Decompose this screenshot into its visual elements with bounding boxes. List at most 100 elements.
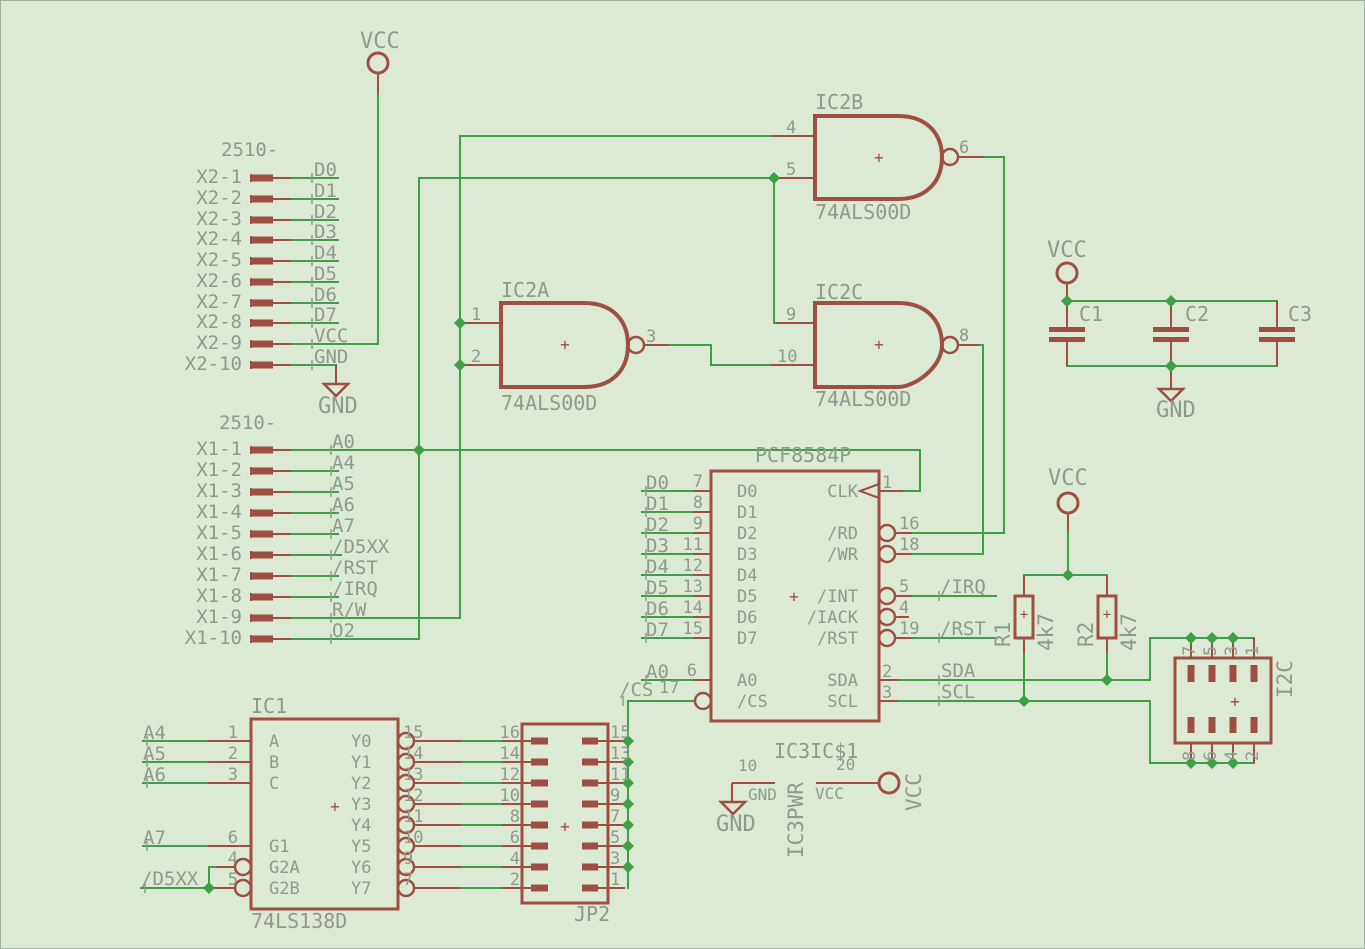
pcf-name-d1: D1	[737, 503, 757, 523]
ic1-num-11: 11	[403, 807, 423, 827]
pin-x1-3: X1-3	[196, 480, 242, 502]
pcf-name-a0: A0	[737, 671, 757, 691]
r2-body	[1096, 594, 1118, 640]
i2c-pin6: 6	[1201, 751, 1221, 761]
ic3-vcc-label: VCC	[902, 773, 926, 811]
wr-pin-bubble	[877, 544, 897, 564]
pin-x1-1: X1-1	[196, 438, 242, 460]
iack-pin-bubble	[877, 607, 897, 627]
ic3-pin20: 20	[836, 755, 855, 774]
ic1-name-a: A	[269, 732, 279, 752]
vcc-label: VCC	[360, 29, 400, 54]
wire-junction	[1227, 757, 1239, 769]
ic1-net-a5: A5	[143, 743, 166, 765]
ic1-name-y7: Y7	[351, 879, 371, 899]
net-d3: D3	[314, 221, 337, 243]
g2a-pin-bubble	[233, 857, 253, 877]
cs-pin-bubble	[693, 691, 713, 711]
ic3-gnd-label: GND	[716, 812, 756, 837]
jp2-num-3: 3	[610, 849, 620, 869]
wire-junction	[1227, 632, 1239, 644]
res-vcc-label: VCC	[1048, 466, 1088, 491]
pcf-num-8: 8	[693, 493, 703, 513]
pin-x1-4: X1-4	[196, 501, 242, 523]
g2b-pin-bubble	[233, 878, 253, 898]
pcf-net-scl: SCL	[941, 681, 975, 703]
pcf-name-sda: SDA	[827, 671, 858, 691]
i2c-pin3: 3	[1222, 646, 1242, 656]
net-a0: A0	[332, 431, 355, 453]
ic2c-origin: +	[874, 335, 884, 354]
jp2-num-12: 12	[500, 765, 520, 785]
cap-vcc-label: VCC	[1047, 238, 1087, 263]
pcf-name-scl: SCL	[827, 692, 858, 712]
ic1-num-2: 2	[228, 744, 238, 764]
clk-edge-mark	[857, 483, 880, 499]
pin-x2-1: X2-1	[196, 166, 242, 188]
ic1-name-y0: Y0	[351, 732, 371, 752]
pcf-name-cs: /CS	[737, 692, 768, 712]
pcf-net-d6: D6	[646, 598, 669, 620]
net-rw: R/W	[332, 599, 367, 621]
jp2-num-13: 13	[610, 744, 630, 764]
y2-bubble	[396, 773, 416, 793]
i2c-pin4: 4	[1222, 751, 1242, 761]
ic2c-pin10: 10	[777, 347, 797, 367]
wire-junction	[1061, 295, 1073, 307]
wire-junction	[622, 735, 634, 747]
net-d5xx: /D5XX	[332, 536, 390, 558]
net-a4: A4	[332, 452, 355, 474]
jp2-num-11: 11	[610, 765, 630, 785]
y1-bubble	[396, 752, 416, 772]
jp2-num-4: 4	[510, 849, 520, 869]
pcf-num-4: 4	[899, 598, 909, 618]
ic2b-value: 74ALS00D	[815, 200, 911, 224]
ic3-gate-name: IC3IC$1	[774, 739, 858, 763]
i2c-pin2: 2	[1243, 751, 1263, 761]
r1-name: R1	[991, 622, 1015, 647]
jp2-num-5: 5	[610, 828, 620, 848]
capacitor-plate	[1049, 327, 1085, 332]
pcf-num-5: 5	[899, 577, 909, 597]
ic1-name-y6: Y6	[351, 858, 371, 878]
net-gnd: GND	[314, 346, 348, 368]
wire-junction	[1165, 295, 1177, 307]
pin-x2-2: X2-2	[196, 187, 242, 209]
pcf-name-d2: D2	[737, 524, 757, 544]
ic1-num-4: 4	[228, 849, 238, 869]
ic3-gnd-pin-name: GND	[748, 785, 777, 804]
wire-junction	[1185, 757, 1197, 769]
wire-junction	[622, 756, 634, 768]
pcf-net-d4: D4	[646, 556, 669, 578]
ic1-74ls138-body	[249, 717, 400, 911]
wire-junction	[454, 359, 466, 371]
wire-junction	[1206, 632, 1218, 644]
y7-bubble	[396, 878, 416, 898]
jp2-num-10: 10	[500, 786, 520, 806]
capacitor-plate	[1153, 327, 1189, 332]
ic2a-value: 74ALS00D	[501, 391, 597, 415]
c3-name: C3	[1288, 302, 1312, 326]
ic1-num-12: 12	[403, 786, 423, 806]
ic2c-output-bubble	[940, 335, 960, 355]
net-d7: D7	[314, 304, 337, 326]
capacitor-plate	[1259, 327, 1295, 332]
jp2-num-1: 1	[610, 870, 620, 890]
wire-junction	[622, 840, 634, 852]
i2c-pin5: 5	[1201, 646, 1221, 656]
ic3pwr-name: IC3PWR	[784, 782, 808, 858]
ic1-num-13: 13	[403, 765, 423, 785]
wire-junction	[622, 819, 634, 831]
wire-junction	[1018, 695, 1030, 707]
gnd-symbol	[1155, 387, 1187, 403]
ic1-name-c: C	[269, 774, 279, 794]
pcf-origin: +	[789, 587, 799, 606]
pin-x2-4: X2-4	[196, 228, 242, 250]
jp2-num-15: 15	[610, 723, 630, 743]
pin-x2-6: X2-6	[196, 270, 242, 292]
ic1-name-y1: Y1	[351, 753, 371, 773]
jp2-num-16: 16	[500, 723, 520, 743]
ic2a-pin2: 2	[471, 347, 481, 367]
pin-x1-8: X1-8	[196, 585, 242, 607]
ic1-num-5: 5	[228, 870, 238, 890]
